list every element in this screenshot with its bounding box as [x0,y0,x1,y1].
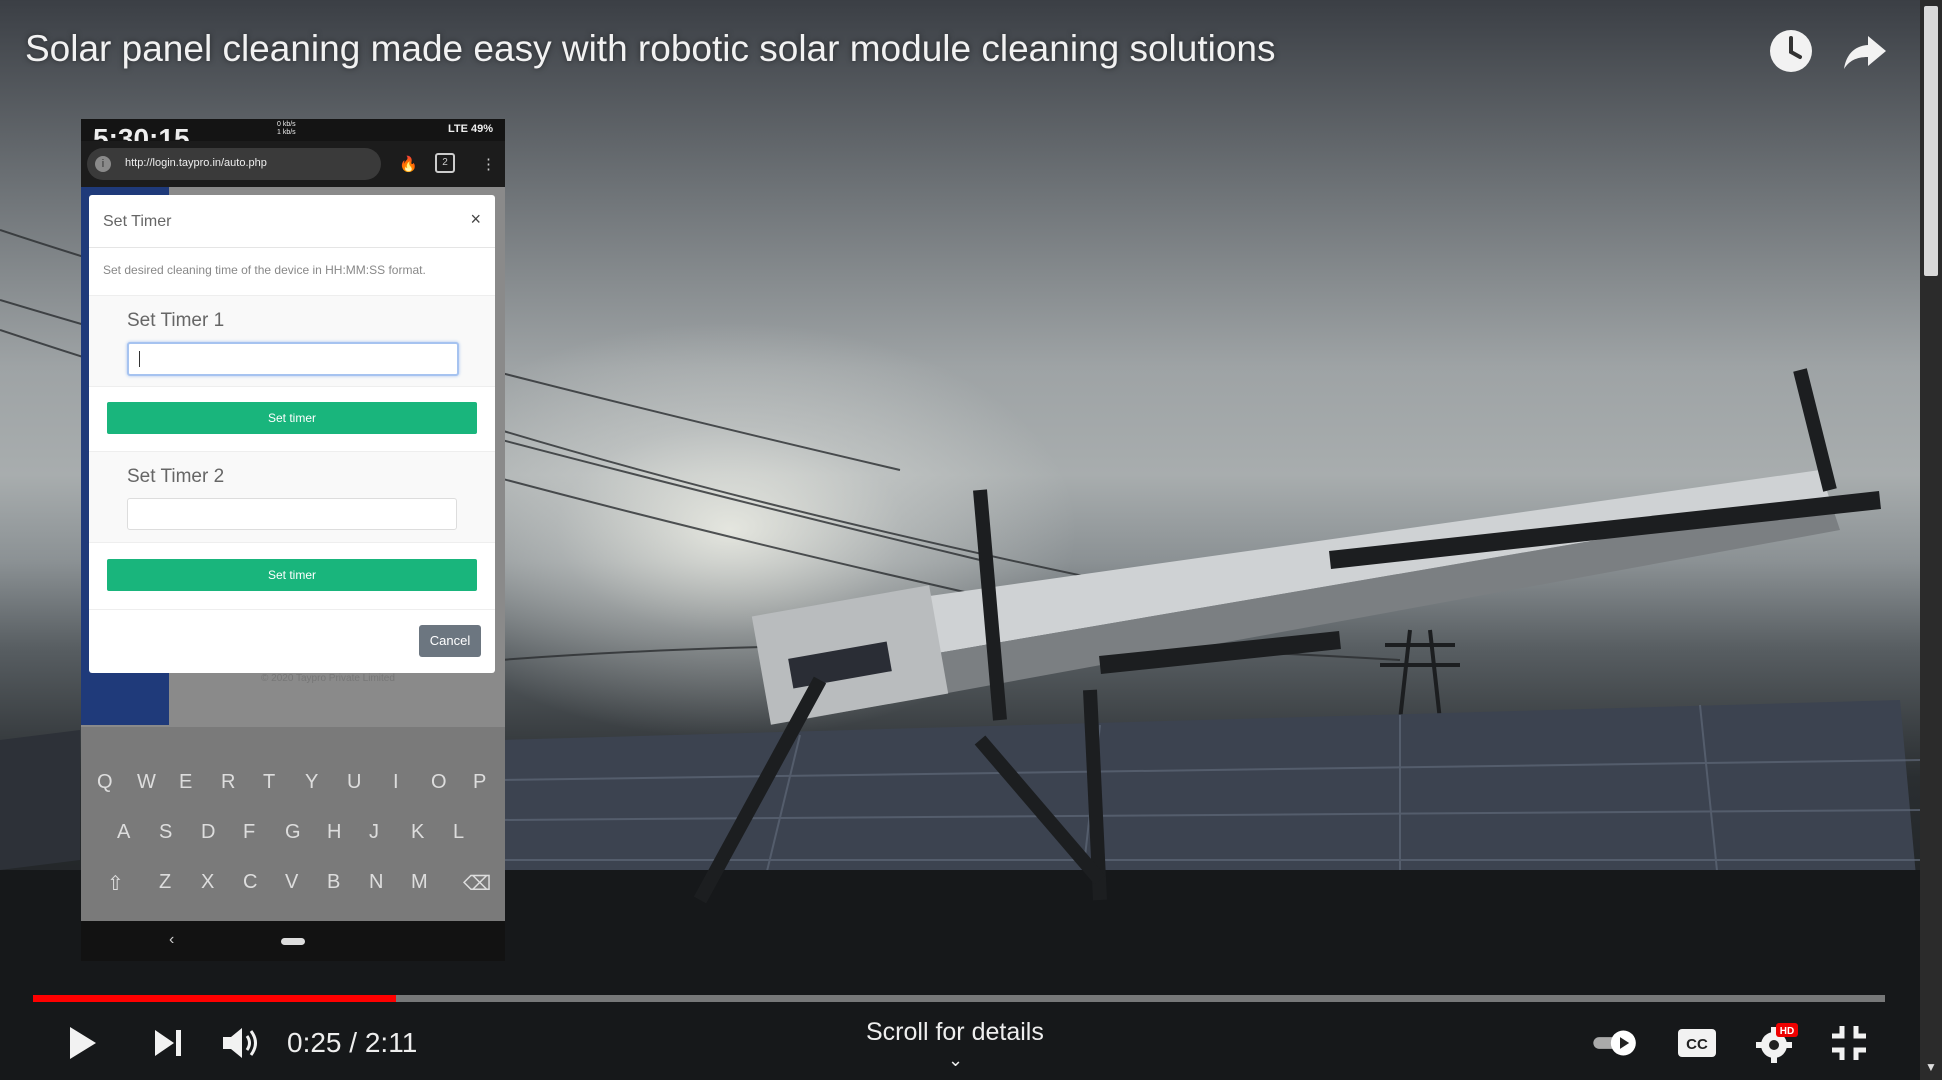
scrollbar-thumb[interactable] [1924,6,1938,276]
scroll-for-details[interactable]: Scroll for details [866,1018,1044,1046]
key[interactable]: K [411,821,425,843]
key[interactable]: P [473,771,487,793]
phone-screen-overlay: 5:30:15 0 kb/s 1 kb/s LTE 49% i http://l… [81,119,505,961]
timer2-section: Set Timer 2 [89,451,495,543]
net-speed-down: 1 kb/s [277,129,296,136]
key[interactable]: B [327,871,341,893]
close-icon[interactable]: × [470,209,481,229]
back-icon[interactable]: ‹ [169,931,175,948]
progress-played [33,995,396,1002]
key[interactable]: U [347,771,362,793]
more-vert-icon[interactable]: ⋮ [481,156,496,173]
key[interactable]: D [201,821,216,843]
key[interactable]: J [369,821,379,843]
key[interactable]: W [137,771,156,793]
timer1-section: Set Timer 1 [89,295,495,387]
phone-status-right: LTE 49% [447,123,493,135]
set-timer1-button[interactable]: Set timer [107,402,477,434]
phone-status-bar: 5:30:15 0 kb/s 1 kb/s LTE 49% [81,119,505,154]
key[interactable]: A [117,821,131,843]
hd-badge: HD [1780,1026,1794,1037]
info-icon[interactable]: i [95,156,111,172]
progress-bar[interactable] [33,995,1885,1002]
timer2-label: Set Timer 2 [127,466,225,487]
set-timer2-button[interactable]: Set timer [107,559,477,591]
timer2-input[interactable] [127,498,457,530]
timer1-input[interactable] [127,342,459,376]
web-page: © 2020 Taypro Private Limited Set Timer … [81,187,505,727]
play-icon[interactable] [56,1018,106,1068]
key[interactable]: S [159,821,173,843]
time-display: 0:25 / 2:11 [287,1027,417,1059]
key[interactable]: Z [159,871,172,893]
key[interactable]: Q [97,771,113,793]
exit-fullscreen-icon[interactable] [1824,1018,1874,1068]
key[interactable]: E [179,771,193,793]
key[interactable]: R [221,771,236,793]
home-pill-icon[interactable] [281,938,305,945]
video-title[interactable]: Solar panel cleaning made easy with robo… [25,28,1276,69]
key[interactable]: Y [305,771,319,793]
flame-icon[interactable]: 🔥 [399,156,418,173]
shift-icon[interactable]: ⇧ [107,873,124,895]
key[interactable]: T [263,771,276,793]
scroll-down-arrow-icon[interactable]: ▼ [1925,1060,1937,1074]
key[interactable]: G [285,821,301,843]
watch-later-icon[interactable] [1766,26,1816,76]
key[interactable]: X [201,871,215,893]
key[interactable]: F [243,821,256,843]
tabs-icon[interactable]: 2 [435,153,455,173]
next-icon[interactable] [143,1018,193,1068]
key[interactable]: O [431,771,447,793]
text-caret [139,351,140,367]
set-timer-modal: Set Timer × Set desired cleaning time of… [89,195,495,673]
settings-icon[interactable]: HD [1750,1018,1800,1068]
chevron-down-icon[interactable]: ⌄ [948,1050,964,1070]
page-scrollbar[interactable]: ▼ [1920,0,1942,1080]
url-text[interactable]: http://login.taypro.in/auto.php [125,157,267,169]
total-time: 2:11 [364,1027,418,1058]
browser-address-bar: i http://login.taypro.in/auto.php 🔥 2 ⋮ [81,141,505,187]
current-time: 0:25 [287,1027,342,1058]
share-icon[interactable] [1840,26,1890,76]
volume-icon[interactable] [215,1018,265,1068]
key[interactable]: I [393,771,399,793]
network-speed: 0 kb/s 1 kb/s [277,121,296,137]
autoplay-toggle-icon[interactable] [1590,1018,1650,1068]
key[interactable]: M [411,871,428,893]
key[interactable]: C [243,871,258,893]
backspace-icon[interactable]: ⌫ [463,873,492,895]
page-footer: © 2020 Taypro Private Limited [261,673,395,684]
cancel-button[interactable]: Cancel [419,625,481,657]
captions-icon[interactable]: CC [1672,1018,1722,1068]
modal-footer-divider [89,609,495,610]
modal-title: Set Timer [103,213,172,230]
soft-keyboard: Q W E R T Y U I O P A S D F G H J K L [81,727,505,921]
key[interactable]: N [369,871,384,893]
modal-description: Set desired cleaning time of the device … [103,263,426,277]
svg-text:CC: CC [1686,1036,1708,1053]
net-speed-up: 0 kb/s [277,121,296,128]
key[interactable]: V [285,871,299,893]
key[interactable]: L [453,821,465,843]
time-separator: / [341,1027,365,1058]
url-box[interactable]: i http://login.taypro.in/auto.php [87,148,381,180]
android-nav-bar: ‹ [81,921,505,961]
modal-header: Set Timer × [89,195,495,248]
timer1-label: Set Timer 1 [127,310,225,331]
key[interactable]: H [327,821,342,843]
